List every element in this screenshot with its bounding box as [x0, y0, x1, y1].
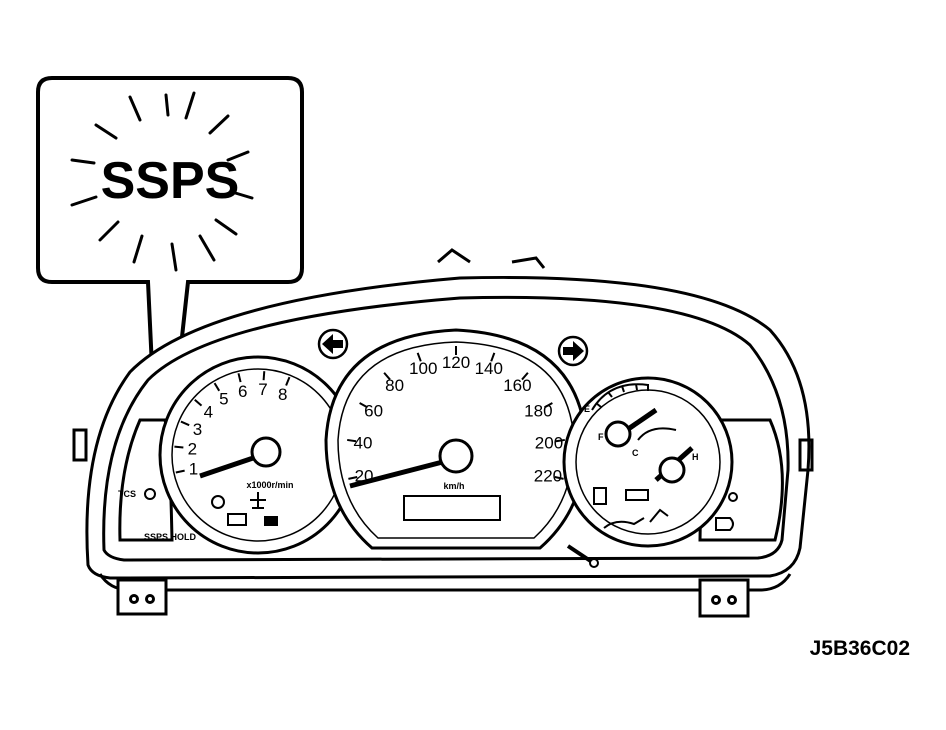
- right-pod-lamps: [715, 492, 738, 531]
- fuel-temp-gauges: E F C H: [562, 376, 734, 548]
- speed-tick-mark: [554, 476, 564, 480]
- speed-tick-mark: [359, 402, 368, 409]
- temp-hot-label: H: [692, 452, 699, 462]
- tcs-icon: [144, 488, 156, 500]
- speed-tick-label: 40: [354, 433, 373, 452]
- speed-tick-label: 200: [535, 433, 563, 452]
- tach-tick-label: 8: [278, 385, 287, 404]
- speed-tick-mark: [416, 352, 422, 362]
- callout-rays: [70, 91, 254, 272]
- speed-tick-mark: [555, 438, 565, 443]
- speed-tick-label: 80: [385, 376, 404, 395]
- ssps-hold-indicator: SSPS HOLD: [144, 532, 197, 542]
- tach-tick-mark: [285, 376, 291, 386]
- speed-tick-label: 160: [503, 376, 531, 395]
- speed-tick-label: 140: [475, 359, 503, 378]
- turn-signal-right-icon: [557, 335, 589, 367]
- speed-tick-mark: [348, 476, 358, 480]
- tach-unit-label: x1000r/min: [246, 480, 293, 490]
- tach-tick-label: 5: [219, 390, 228, 409]
- speed-unit-label: km/h: [443, 481, 464, 491]
- speed-tick-mark: [347, 438, 357, 443]
- speed-tick-label: 180: [524, 402, 552, 421]
- speed-tick-label: 100: [409, 359, 437, 378]
- oil-pressure-icon: [603, 517, 645, 529]
- tach-tick-label: 3: [193, 420, 202, 439]
- tach-tick-mark: [262, 371, 266, 381]
- tach-tick-label: 7: [258, 380, 267, 399]
- odometer-display: [403, 495, 501, 521]
- tcs-indicator: TCS: [118, 489, 136, 499]
- tach-tick-mark: [194, 398, 203, 407]
- speed-tick-mark: [544, 402, 553, 409]
- speed-tick-mark: [383, 372, 391, 381]
- temp-cold-label: C: [632, 448, 639, 458]
- fog-lamp-icon: [728, 492, 738, 502]
- tach-tick-mark: [180, 420, 190, 427]
- fuel-pump-icon: [593, 487, 607, 505]
- tach-tick-label: 1: [189, 460, 198, 479]
- speed-tick-mark: [521, 372, 529, 381]
- door-ajar-icon: [625, 489, 649, 501]
- trip-reset-knob: [589, 558, 599, 568]
- seatbelt-icon: [250, 492, 266, 509]
- speed-tick-mark: [490, 352, 496, 362]
- fuel-full-label: F: [598, 432, 604, 442]
- fuel-empty-label: E: [584, 404, 590, 414]
- tach-tick-mark: [213, 382, 221, 392]
- tach-tick-label: 6: [238, 382, 247, 401]
- speed-tick-label: 60: [364, 402, 383, 421]
- tach-tick-label: 4: [204, 403, 213, 422]
- speed-tick-label: 120: [442, 353, 470, 372]
- figure-code: J5B36C02: [810, 637, 910, 660]
- check-engine-icon: [264, 516, 278, 526]
- speed-tick-label: 220: [534, 467, 562, 486]
- battery-icon: [227, 513, 247, 526]
- headlamp-icon: [715, 517, 734, 531]
- tach-tick-mark: [175, 469, 185, 474]
- airbag-icon: [211, 495, 225, 509]
- callout-label: SSPS: [101, 152, 240, 210]
- tach-tick-label: 2: [188, 439, 197, 458]
- airbag-passenger-icon: [649, 508, 669, 523]
- turn-signal-left-icon: [317, 328, 349, 360]
- tach-tick-mark: [174, 445, 184, 449]
- tach-tick-mark: [237, 373, 242, 383]
